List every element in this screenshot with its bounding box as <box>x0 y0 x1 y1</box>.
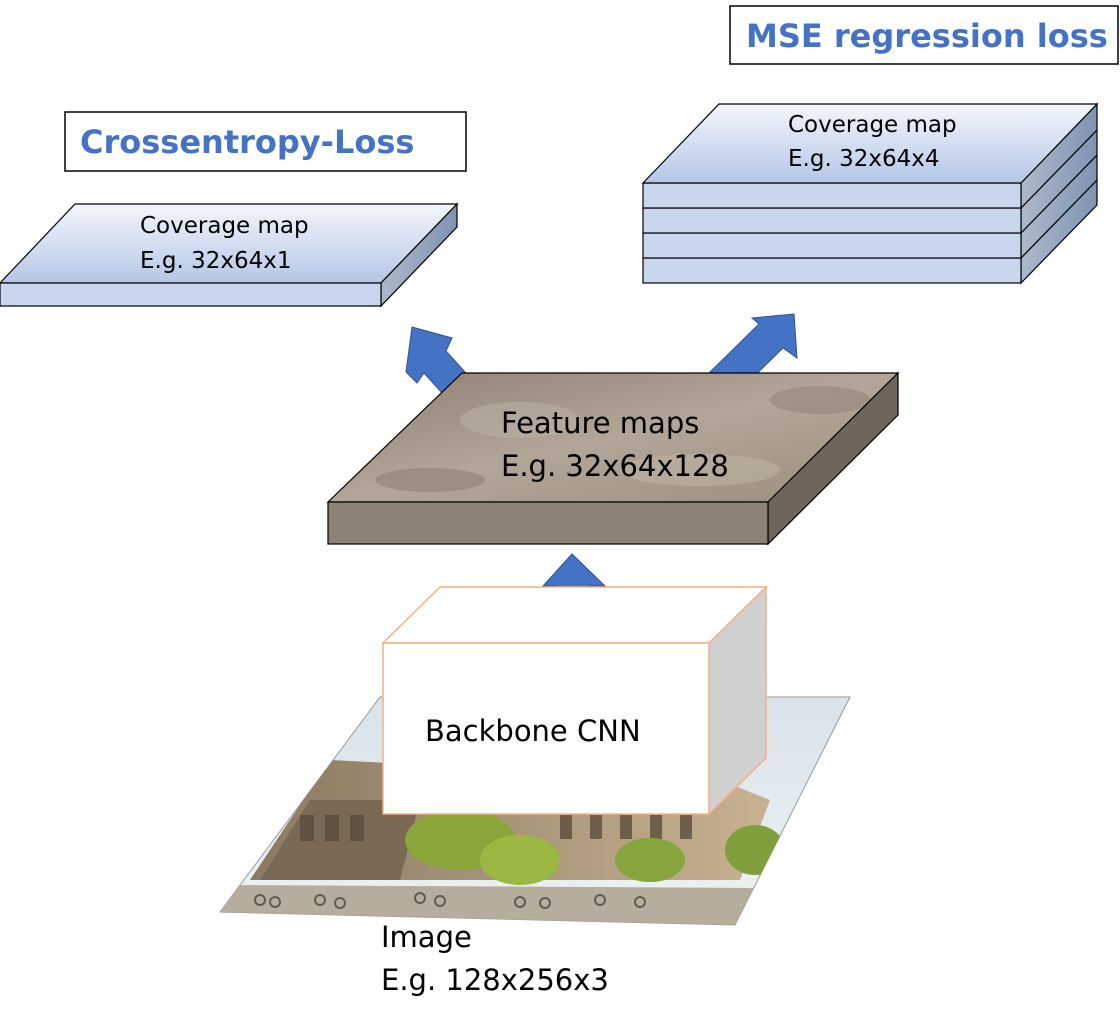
image-size: E.g. 128x256x3 <box>381 963 609 997</box>
feature-maps-slab: Feature maps E.g. 32x64x128 <box>326 371 900 546</box>
coverage-left-title: Coverage map <box>140 213 309 239</box>
feature-maps-size: E.g. 32x64x128 <box>501 449 729 483</box>
coverage-right-title: Coverage map <box>788 112 957 138</box>
mse-loss-label: MSE regression loss <box>746 17 1108 55</box>
backbone-cnn-box: Backbone CNN <box>381 585 768 816</box>
coverage-right-size: E.g. 32x64x4 <box>788 146 939 172</box>
crossentropy-loss-box: Crossentropy-Loss <box>64 111 467 172</box>
mse-loss-box: MSE regression loss <box>729 5 1119 65</box>
image-title: Image <box>381 920 472 954</box>
coverage-left-size: E.g. 32x64x1 <box>140 248 291 274</box>
feature-maps-title: Feature maps <box>501 406 699 440</box>
coverage-map-left: Coverage map E.g. 32x64x1 <box>0 202 459 308</box>
backbone-label: Backbone CNN <box>425 714 641 748</box>
crossentropy-loss-label: Crossentropy-Loss <box>80 123 414 161</box>
coverage-map-right: Coverage map E.g. 32x64x4 <box>641 102 1099 285</box>
